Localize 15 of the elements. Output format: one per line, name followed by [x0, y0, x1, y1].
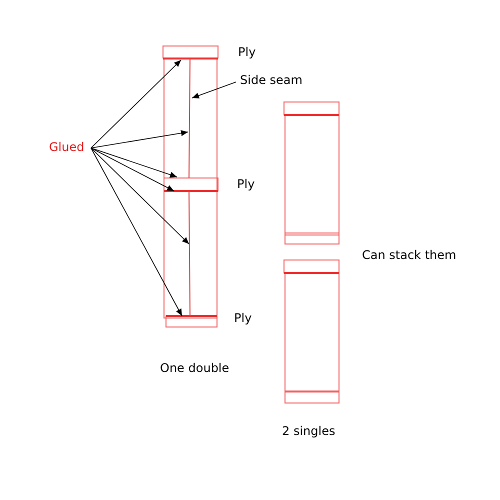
part-label: Ply [237, 177, 255, 191]
note: Can stack them [362, 248, 456, 262]
caption: One double [160, 361, 230, 375]
part-label: Ply [238, 45, 256, 59]
leader-line [90, 148, 190, 244]
leader-line [90, 148, 178, 178]
leader-line [90, 130, 188, 148]
caption: 2 singles [282, 424, 336, 438]
leader-line [90, 60, 182, 148]
glued-label: Glued [49, 140, 84, 154]
side-seam-label: Side seam [240, 73, 302, 87]
part-label: Ply [234, 311, 252, 325]
leader-line [90, 148, 182, 316]
leader-line [90, 148, 174, 192]
leader-line [192, 82, 236, 98]
